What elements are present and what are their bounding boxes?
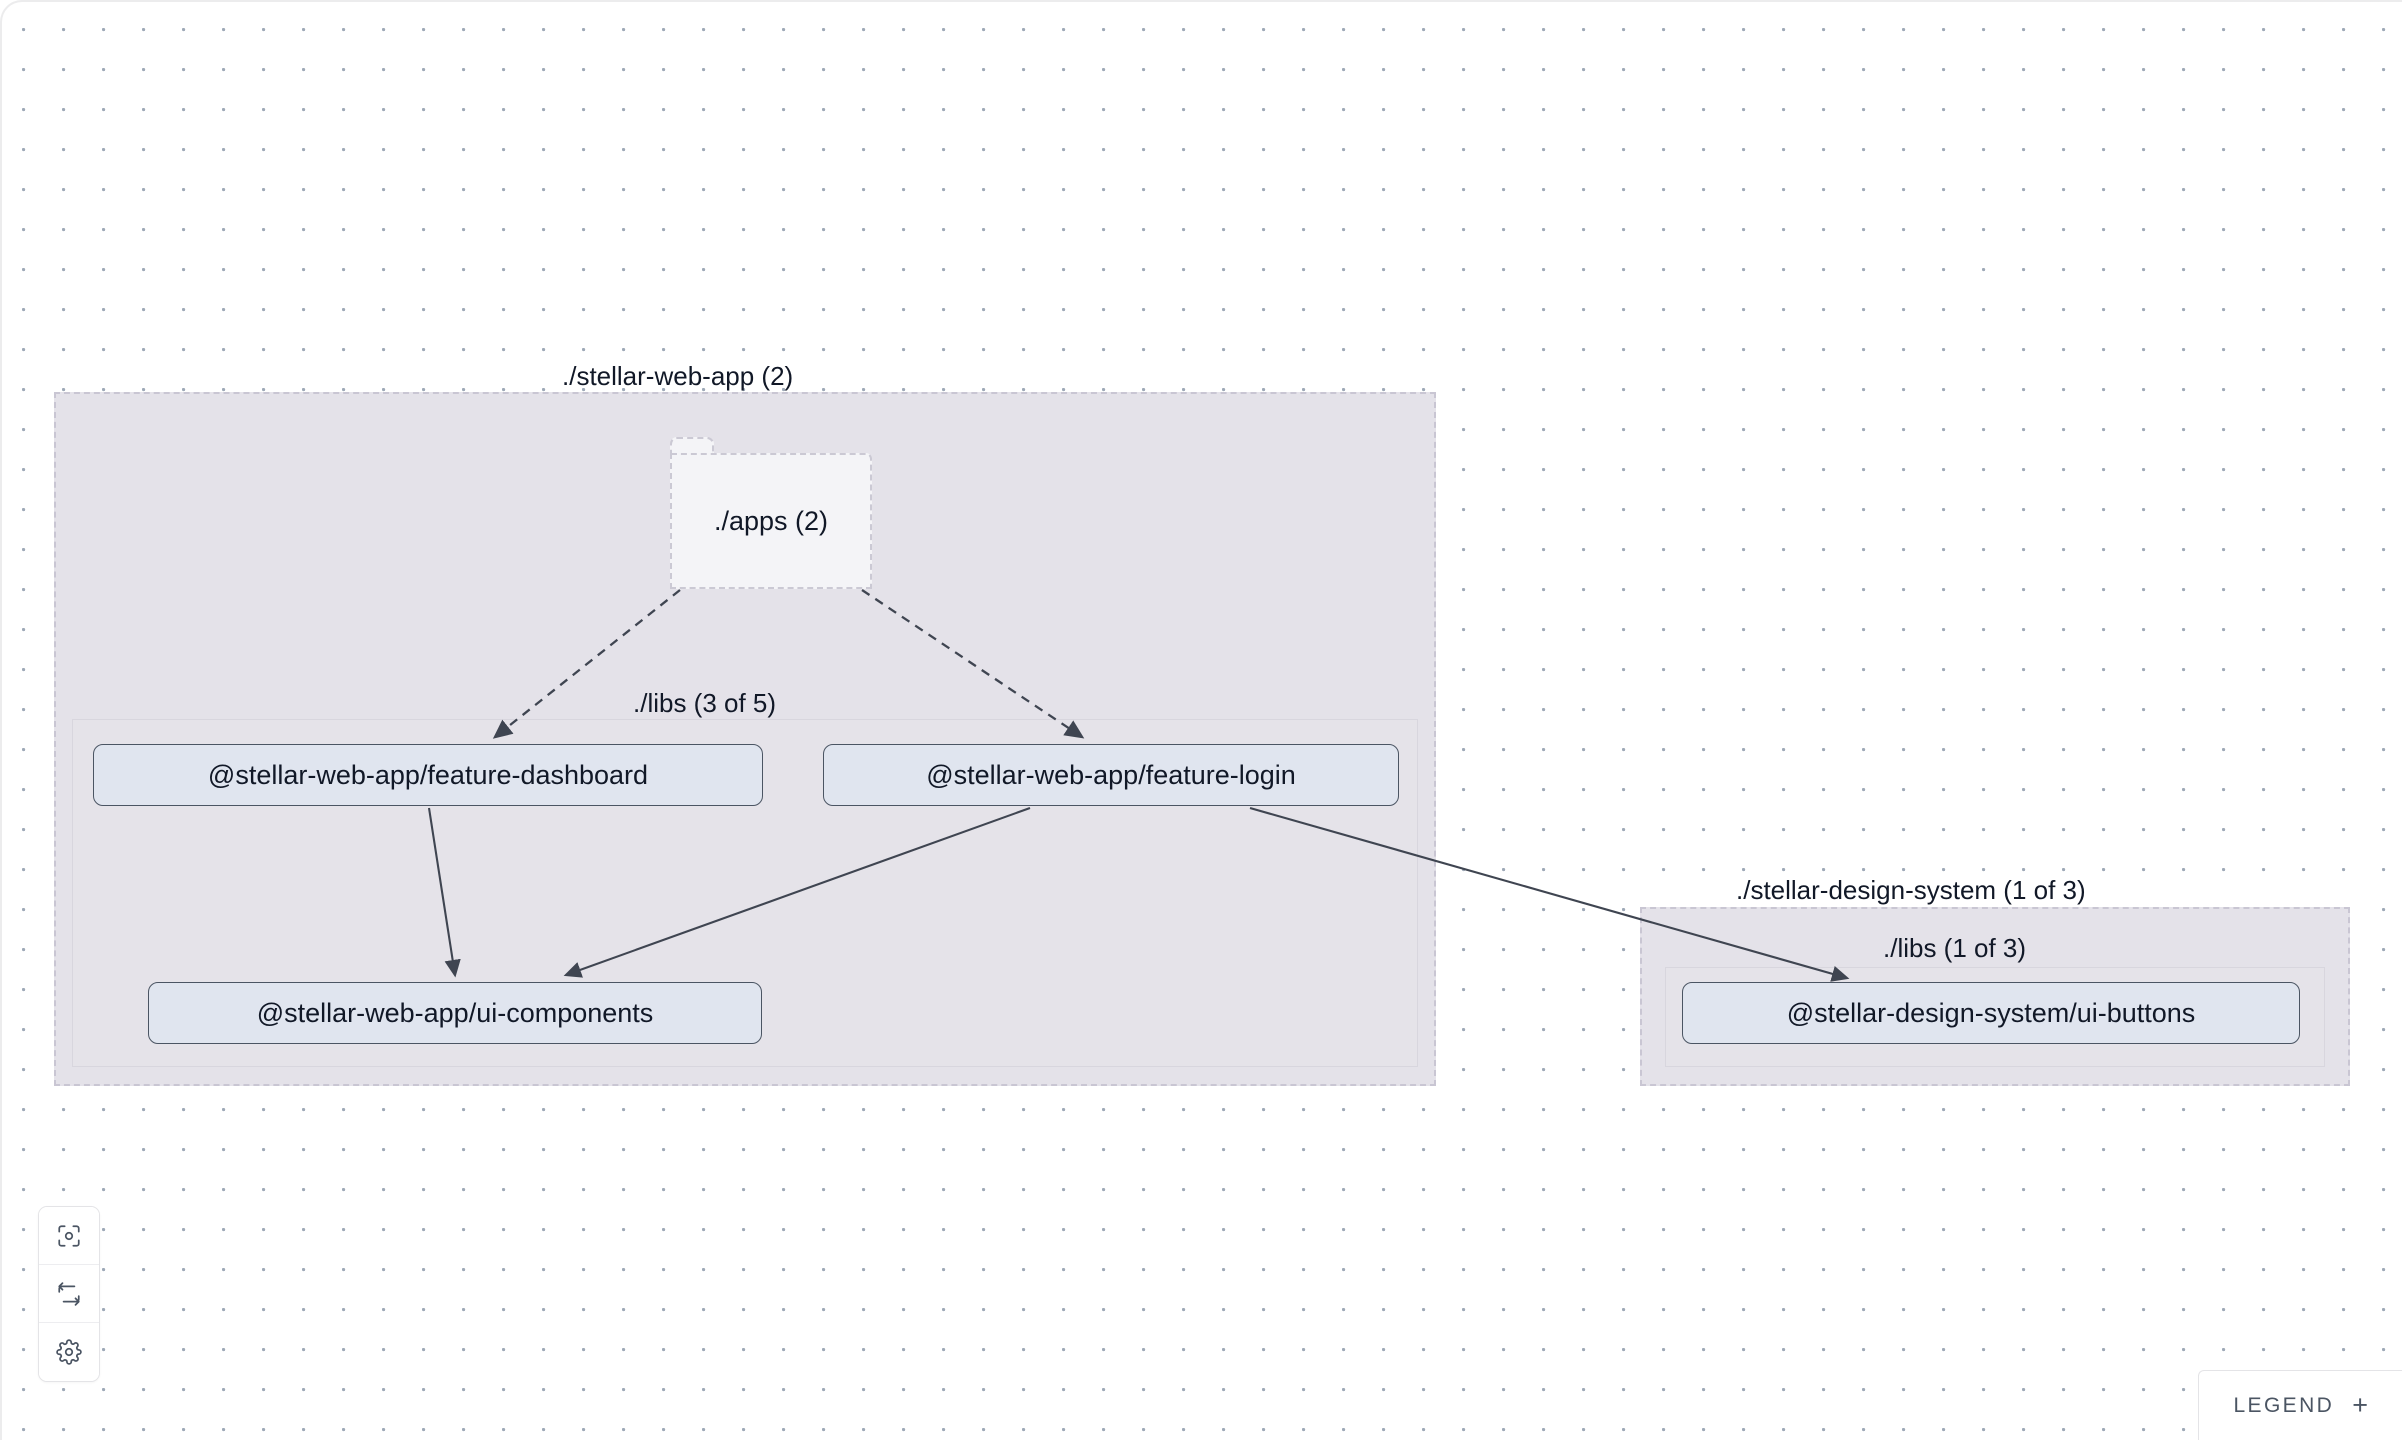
- project-node-feature-login[interactable]: @stellar-web-app/feature-login: [823, 744, 1399, 806]
- settings-button[interactable]: [39, 1323, 99, 1381]
- subgroup-label-web-app-libs: ./libs (3 of 5): [633, 688, 777, 718]
- legend-label: LEGEND: [2233, 1393, 2335, 1417]
- refresh-icon: [56, 1281, 82, 1307]
- project-node-label: @stellar-web-app/feature-dashboard: [207, 759, 649, 790]
- project-node-label: @stellar-design-system/ui-buttons: [1786, 997, 2196, 1028]
- folder-body-shape: ./apps (2): [670, 453, 872, 589]
- subgroup-label-design-system-libs: ./libs (1 of 3): [1883, 933, 2027, 963]
- refresh-graph-button[interactable]: [39, 1265, 99, 1323]
- project-node-label: @stellar-web-app/ui-components: [256, 997, 654, 1028]
- project-node-label: @stellar-web-app/feature-login: [926, 759, 1296, 790]
- folder-node-apps[interactable]: ./apps (2): [670, 437, 872, 589]
- project-node-ui-components[interactable]: @stellar-web-app/ui-components: [148, 982, 762, 1044]
- focus-target-icon: [56, 1223, 82, 1249]
- group-label-stellar-design-system: ./stellar-design-system (1 of 3): [1736, 875, 2086, 905]
- gear-icon: [56, 1339, 82, 1365]
- folder-node-label: ./apps (2): [713, 505, 829, 536]
- group-label-stellar-web-app: ./stellar-web-app (2): [562, 361, 794, 391]
- legend-expand-icon[interactable]: +: [2352, 1390, 2368, 1420]
- project-node-ui-buttons[interactable]: @stellar-design-system/ui-buttons: [1682, 982, 2300, 1044]
- folder-tab-shape: [670, 437, 714, 455]
- project-node-feature-dashboard[interactable]: @stellar-web-app/feature-dashboard: [93, 744, 763, 806]
- focus-graph-button[interactable]: [39, 1207, 99, 1265]
- legend-panel[interactable]: LEGEND +: [2198, 1370, 2402, 1440]
- graph-tool-strip: [38, 1206, 100, 1382]
